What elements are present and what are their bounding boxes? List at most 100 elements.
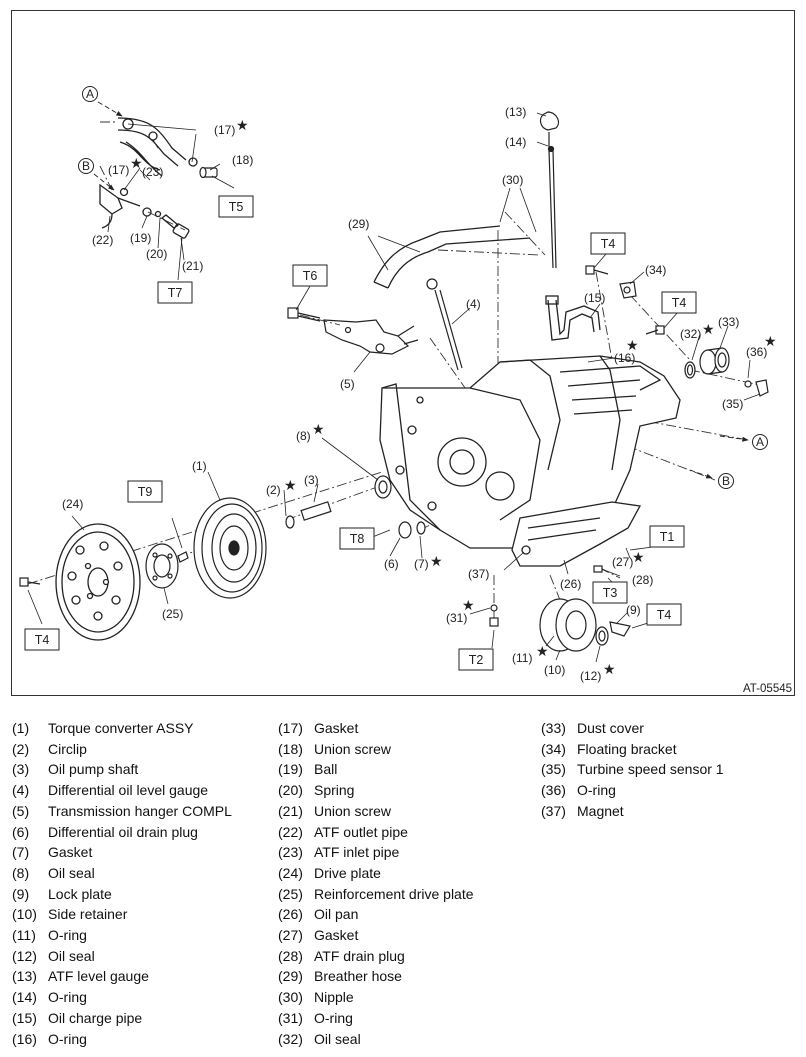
star-2: ★ — [284, 477, 297, 493]
legend-item-name: Oil seal — [48, 864, 95, 881]
legend-item-name: O-ring — [314, 1009, 353, 1026]
star-27: ★ — [632, 549, 645, 565]
legend-item-name: Nipple — [314, 989, 354, 1006]
atf-outlet-pipe — [99, 183, 190, 239]
legend-item-number: (30) — [278, 989, 303, 1006]
transmission-hanger — [323, 319, 419, 355]
legend-item: (34)Floating bracket — [541, 739, 724, 760]
legend-item-name: Union screw — [314, 740, 392, 757]
callout-20: (20) — [146, 247, 167, 261]
legend-item-name: ATF level gauge — [48, 968, 149, 985]
callout-12: (12) — [580, 669, 601, 683]
legend-item: (24)Drive plate — [278, 863, 474, 884]
drive-plate — [55, 523, 141, 641]
oil-pump-shaft — [285, 501, 332, 529]
star-7: ★ — [430, 553, 443, 569]
callout-24: (24) — [62, 497, 83, 511]
star-17b: ★ — [130, 155, 143, 171]
legend-item-name: Gasket — [48, 844, 93, 861]
legend-item-name: Lock plate — [48, 885, 112, 902]
legend-item: (28)ATF drain plug — [278, 946, 474, 967]
legend-item: (9)Lock plate — [12, 884, 232, 905]
arrow-lines — [93, 101, 749, 479]
legend-item: (17)Gasket — [278, 718, 474, 739]
legend-item-name: Differential oil level gauge — [48, 782, 209, 799]
legend-item-name: Floating bracket — [577, 740, 677, 757]
legend-item-number: (23) — [278, 844, 303, 861]
callout-13: (13) — [505, 105, 526, 119]
oil-seal-8 — [374, 475, 392, 499]
star-36: ★ — [764, 333, 777, 349]
legend-item: (16)O-ring — [12, 1029, 232, 1050]
star-11: ★ — [536, 643, 549, 659]
torque-box-t4-right: T4 — [661, 291, 697, 314]
lock-plate — [609, 621, 631, 637]
legend-item: (23)ATF inlet pipe — [278, 842, 474, 863]
legend-item-number: (18) — [278, 740, 303, 757]
callout-31: (31) — [446, 611, 467, 625]
legend-item-number: (37) — [541, 802, 566, 819]
atf-level-gauge — [539, 111, 560, 269]
callout-36: (36) — [746, 345, 767, 359]
legend-item: (30) Nipple — [278, 987, 474, 1008]
legend-item-number: (2) — [12, 740, 30, 757]
arrow-marker-a-right: A — [752, 434, 768, 450]
callout-8: (8) — [296, 429, 311, 443]
exploded-view-diagram: A B A B T5 T7 T6 T4 T4 T9 T8 T1 — [19, 86, 792, 695]
callout-7: (7) — [414, 557, 429, 571]
legend-item-name: Gasket — [314, 720, 359, 736]
callout-30: (30) — [502, 173, 523, 187]
callout-29: (29) — [348, 217, 369, 231]
legend-item: (14)O-ring — [12, 987, 232, 1008]
legend-column-3: (33)Dust cover(34)Floating bracket(35)Tu… — [541, 718, 724, 822]
torque-box-t3: T3 — [592, 581, 628, 604]
callout-23: (23) — [142, 165, 163, 179]
svg-text:A: A — [756, 435, 764, 449]
legend-item: (1)Torque converter ASSY — [12, 718, 232, 739]
arrow-marker-b-right: B — [718, 473, 734, 489]
legend-item-number: (5) — [12, 802, 30, 819]
legend-item-name: Oil pan — [314, 906, 359, 923]
svg-text:T4: T4 — [601, 237, 616, 251]
callout-6: (6) — [384, 557, 399, 571]
oil-charge-pipe — [545, 295, 601, 341]
arrow-marker-b-top: B — [78, 158, 94, 174]
callout-3: (3) — [304, 473, 319, 487]
legend-item-name: Circlip — [48, 740, 87, 757]
legend-item-number: (26) — [278, 906, 303, 923]
svg-text:T4: T4 — [657, 608, 672, 622]
callout-34: (34) — [645, 263, 666, 277]
callout-1: (1) — [192, 459, 207, 473]
legend-item-number: (32) — [278, 1030, 303, 1047]
legend-item: (31)O-ring — [278, 1008, 474, 1029]
legend-item-number: (33) — [541, 720, 566, 736]
legend-column-1: (1)Torque converter ASSY(2)Circlip(3)Oil… — [12, 718, 232, 1049]
legend-item-number: (10) — [12, 906, 37, 923]
callout-27: (27) — [612, 555, 633, 569]
hanger-bolt — [287, 307, 321, 322]
svg-text:T5: T5 — [229, 200, 244, 214]
legend-item: (19)Ball — [278, 759, 474, 780]
legend-item-number: (1) — [12, 720, 30, 736]
legend-item: (21)Union screw — [278, 801, 474, 822]
oil-seal-32 — [684, 361, 696, 379]
legend-item-number: (19) — [278, 761, 303, 778]
legend-item: (8)Oil seal — [12, 863, 232, 884]
drive-plate-bolt — [19, 577, 41, 587]
legend-item-name: Differential oil drain plug — [48, 823, 198, 840]
legend-item-name: Magnet — [577, 802, 624, 819]
torque-box-t4-lower: T4 — [646, 603, 682, 626]
legend-item-number: (6) — [12, 823, 30, 840]
svg-text:T3: T3 — [603, 586, 618, 600]
legend-item-number: (7) — [12, 844, 30, 861]
torque-box-t4-left: T4 — [24, 628, 60, 651]
bolt-t4-upper — [585, 265, 609, 275]
callout-15: (15) — [584, 291, 605, 305]
callout-25: (25) — [162, 607, 183, 621]
transmission-case — [379, 355, 681, 549]
svg-text:A: A — [86, 87, 94, 101]
star-17a: ★ — [236, 117, 249, 133]
legend-item: (35)Turbine speed sensor 1 — [541, 759, 724, 780]
legend-item-number: (35) — [541, 761, 566, 778]
legend-item: (29)Breather hose — [278, 966, 474, 987]
